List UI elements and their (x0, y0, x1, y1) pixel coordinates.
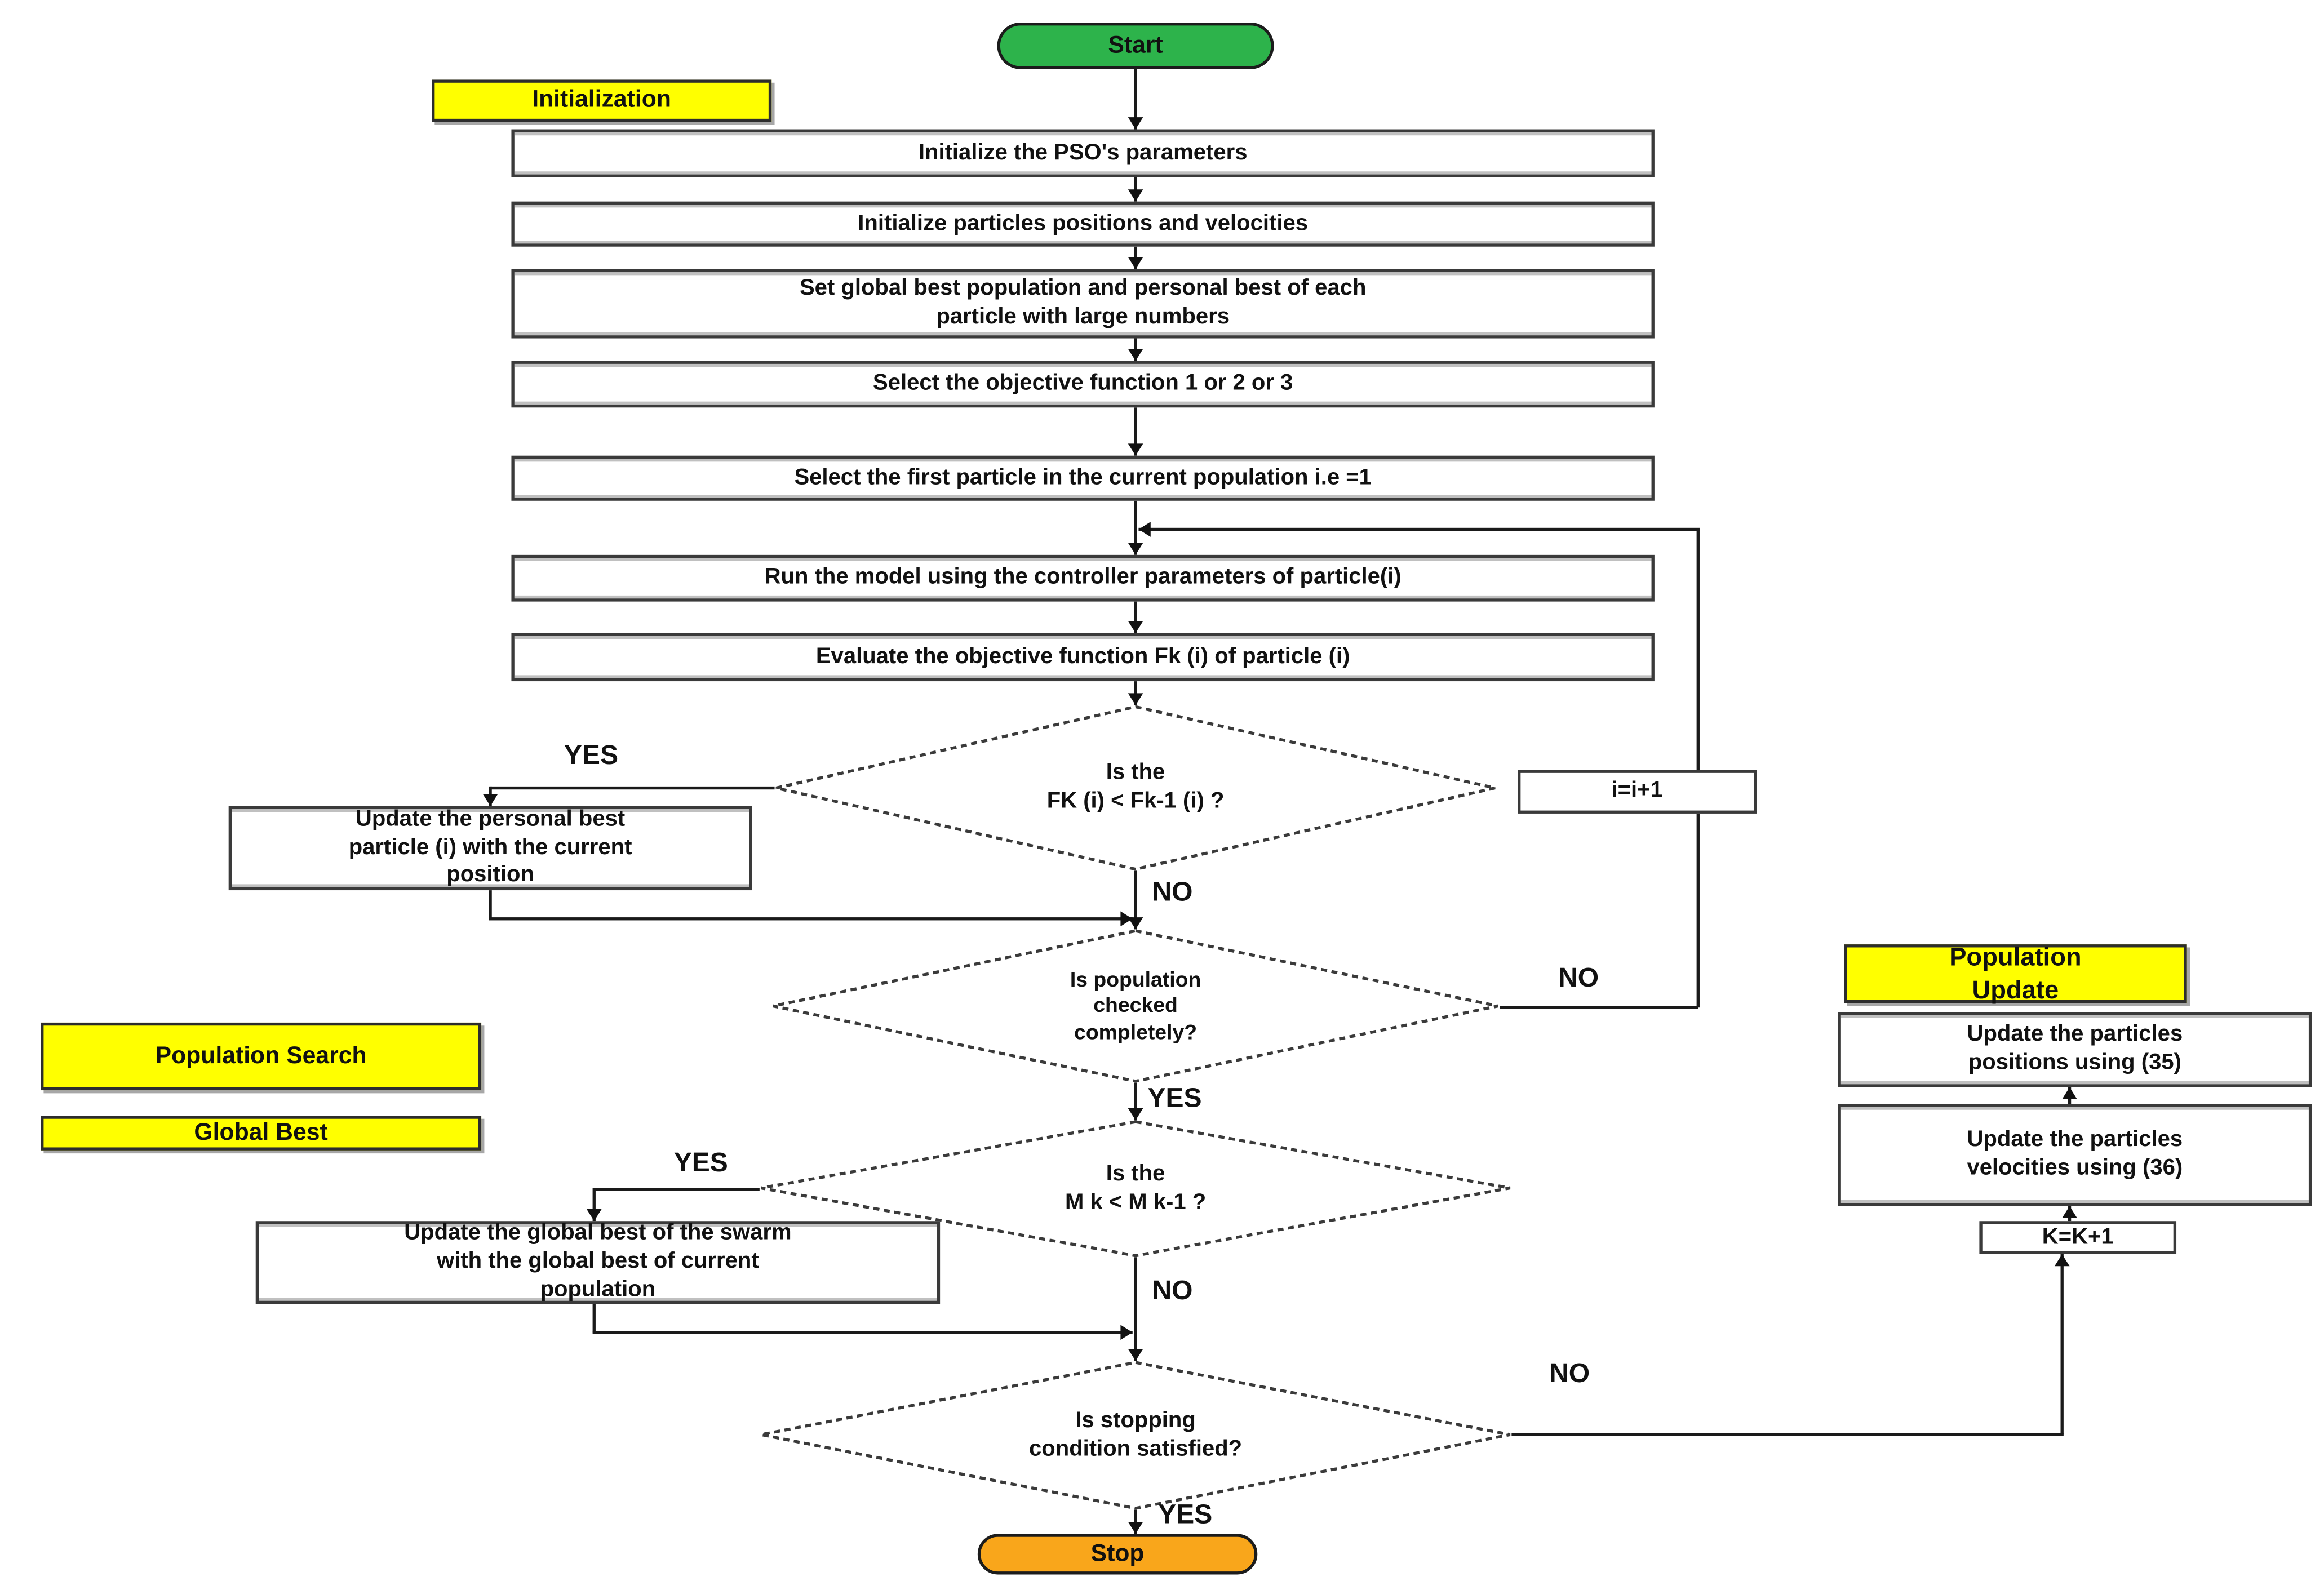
arrowhead-up-icon (2062, 1087, 2077, 1100)
arrowhead-left-icon (1138, 522, 1151, 537)
arrowhead-down-icon (1128, 189, 1143, 202)
stage-label-population-search: Population Search (41, 1022, 482, 1091)
arrowhead-down-icon (1128, 693, 1143, 705)
process-text: Initialize particles positions and veloc… (858, 210, 1309, 236)
process-update-velocities: Update the particles velocities using (3… (1838, 1104, 2312, 1206)
process-run-model: Run the model using the controller param… (511, 554, 1655, 602)
connector-line (1511, 1433, 2064, 1436)
edge-label-text: YES (1147, 1082, 1202, 1113)
decision-stop-shape (760, 1361, 1511, 1510)
process-evaluate-objective: Evaluate the objective function Fk (i) o… (511, 633, 1655, 682)
arrowhead-down-icon (1128, 349, 1143, 361)
edge-label-text: YES (564, 740, 619, 770)
edge-label-no-stop: NO (1549, 1358, 1590, 1389)
arrowhead-down-icon (586, 1209, 602, 1222)
process-select-objective: Select the objective function 1 or 2 or … (511, 361, 1655, 408)
stop-terminal: Stop (977, 1534, 1258, 1575)
arrowhead-down-icon (1128, 543, 1143, 555)
decision-population-shape (773, 929, 1498, 1083)
connector-line (1134, 1257, 1137, 1361)
edge-label-text: NO (1558, 962, 1599, 993)
edge-label-text: YES (673, 1147, 728, 1178)
arrowhead-down-icon (1128, 257, 1143, 269)
process-initialize-parameters: Initialize the PSO's parameters (511, 129, 1655, 177)
arrowhead-down-icon (482, 794, 498, 806)
connector-line (489, 917, 1133, 921)
connector-line (592, 1304, 596, 1333)
connector-line (1138, 527, 1700, 531)
edge-label-no-mk: NO (1152, 1275, 1192, 1307)
process-text: Update the particles positions using (35… (1967, 1021, 2183, 1076)
connector-line (1134, 500, 1137, 555)
arrowhead-down-icon (1128, 1108, 1143, 1121)
arrowhead-down-icon (1128, 917, 1143, 930)
process-text: Update the personal best particle (i) wi… (348, 806, 632, 888)
arrowhead-down-icon (1128, 117, 1143, 130)
arrowhead-down-icon (1128, 1522, 1143, 1534)
stage-label-initialization: Initialization (432, 79, 772, 122)
process-select-first-particle: Select the first particle in the current… (511, 455, 1655, 501)
process-text: Run the model using the controller param… (764, 564, 1402, 590)
process-update-personal-best: Update the personal best particle (i) wi… (228, 806, 752, 891)
process-set-global-best: Set global best population and personal … (511, 269, 1655, 339)
process-text: Evaluate the objective function Fk (i) o… (815, 643, 1350, 669)
edge-label-no-population: NO (1558, 962, 1599, 994)
connector-line (489, 890, 492, 919)
stage-label-population-update: Population Update (1844, 943, 2187, 1004)
edge-label-yes-population: YES (1147, 1083, 1201, 1114)
process-text: Set global best population and personal … (799, 276, 1367, 330)
process-text: Update the particles velocities using (3… (1967, 1126, 2183, 1181)
start-label: Start (1108, 32, 1163, 58)
process-text: Select the objective function 1 or 2 or … (873, 370, 1293, 396)
stop-label: Stop (1090, 1540, 1145, 1566)
process-text: Initialize the PSO's parameters (918, 139, 1248, 165)
connector-line (1134, 68, 1137, 130)
decision-fk-shape (775, 705, 1496, 871)
process-text: Select the first particle in the current… (794, 464, 1372, 490)
connector-line (490, 786, 775, 790)
arrowhead-down-icon (1128, 443, 1143, 456)
connector-line (1499, 1006, 1698, 1009)
process-initialize-particles: Initialize particles positions and veloc… (511, 201, 1655, 247)
arrowhead-down-icon (1128, 621, 1143, 633)
stage-label-text: Population Update (1949, 943, 2082, 1004)
stage-label-global-best: Global Best (41, 1116, 482, 1151)
stage-label-text: Global Best (194, 1120, 328, 1145)
connector-line (1134, 601, 1137, 633)
stage-label-text: Initialization (532, 87, 671, 113)
edge-label-yes-fk: YES (564, 740, 618, 771)
edge-label-text: YES (1158, 1499, 1213, 1530)
connector-line (2060, 1254, 2064, 1435)
process-i-increment: i=i+1 (1518, 770, 1757, 814)
process-text: Update the global best of the swarm with… (404, 1220, 792, 1303)
connector-line (1134, 870, 1137, 930)
arrowhead-up-icon (2054, 1254, 2070, 1267)
process-text: K=K+1 (2042, 1223, 2114, 1249)
arrowhead-down-icon (1128, 1349, 1143, 1361)
process-update-global-best: Update the global best of the swarm with… (255, 1220, 941, 1304)
connector-line (592, 1188, 596, 1222)
edge-label-no-fk: NO (1152, 877, 1192, 908)
connector-line (594, 1188, 760, 1191)
edge-label-text: NO (1152, 1275, 1193, 1305)
edge-label-yes-stop: YES (1158, 1499, 1212, 1531)
edge-label-yes-mk: YES (674, 1147, 728, 1179)
process-update-positions: Update the particles positions using (35… (1838, 1012, 2312, 1087)
process-text: i=i+1 (1611, 778, 1663, 803)
process-k-increment: K=K+1 (1979, 1221, 2177, 1254)
stage-label-text: Population Search (155, 1042, 367, 1069)
edge-label-text: NO (1152, 877, 1193, 907)
connector-line (1134, 407, 1137, 456)
connector-line (1134, 1082, 1137, 1121)
arrowhead-up-icon (2062, 1206, 2077, 1218)
connector-line (592, 1331, 1133, 1334)
arrowhead-right-icon (1120, 1325, 1133, 1340)
start-terminal: Start (997, 23, 1274, 69)
decision-mk-shape (761, 1120, 1511, 1258)
edge-label-text: NO (1549, 1358, 1590, 1388)
connector-line (1696, 529, 1700, 1008)
